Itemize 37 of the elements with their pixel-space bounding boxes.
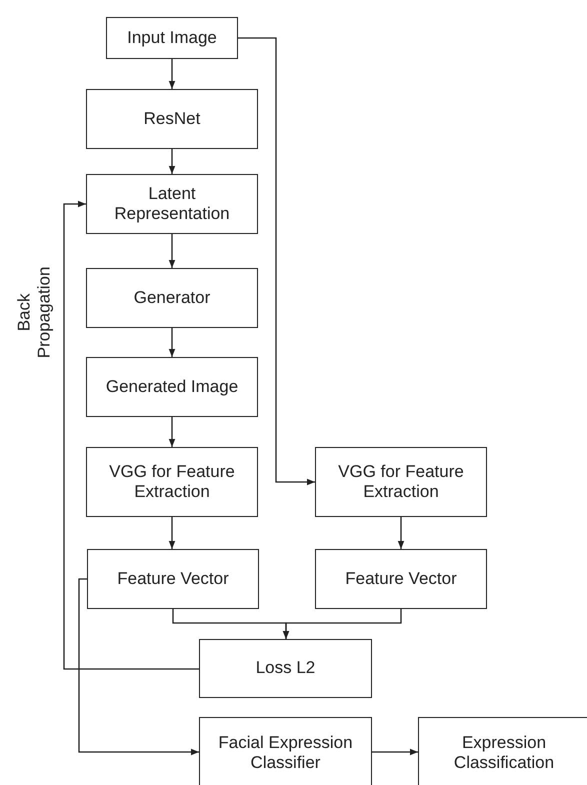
process-box bbox=[315, 447, 487, 517]
box-label: Latent Representation bbox=[113, 184, 231, 224]
arrow bbox=[282, 609, 402, 639]
arrow bbox=[168, 328, 176, 357]
arrow bbox=[63, 200, 199, 670]
arrow bbox=[168, 149, 176, 174]
box-label: Generated Image bbox=[106, 376, 238, 398]
box-label: Expression Classification bbox=[452, 732, 556, 774]
process-box bbox=[87, 549, 259, 609]
arrow bbox=[238, 37, 315, 486]
box-label: VGG for Feature Extraction bbox=[337, 462, 465, 502]
process-box bbox=[86, 174, 258, 234]
box-label: Feature Vector bbox=[345, 568, 457, 590]
process-box bbox=[106, 17, 238, 59]
arrow bbox=[168, 234, 176, 268]
box-label: Generator bbox=[134, 288, 210, 308]
box-label: Feature Vector bbox=[117, 568, 229, 590]
box-label: Facial Expression Classifier bbox=[217, 732, 354, 774]
process-box bbox=[86, 357, 258, 417]
process-box bbox=[86, 268, 258, 328]
process-box bbox=[418, 717, 587, 785]
arrow bbox=[168, 417, 176, 447]
arrow bbox=[168, 59, 176, 89]
box-label: VGG for Feature Extraction bbox=[108, 462, 236, 502]
process-box bbox=[86, 89, 258, 149]
process-box bbox=[86, 447, 258, 517]
arrow bbox=[372, 748, 418, 756]
box-label: Input Image bbox=[127, 28, 217, 48]
box-label: ResNet bbox=[144, 108, 200, 130]
process-box bbox=[199, 639, 372, 698]
annotation-label: Back Propagation bbox=[14, 266, 55, 360]
arrow bbox=[398, 517, 404, 549]
box-label: Loss L2 bbox=[256, 658, 316, 679]
arrow bbox=[168, 517, 176, 549]
arrow bbox=[78, 578, 199, 756]
process-box bbox=[315, 549, 487, 609]
process-box bbox=[199, 717, 372, 785]
